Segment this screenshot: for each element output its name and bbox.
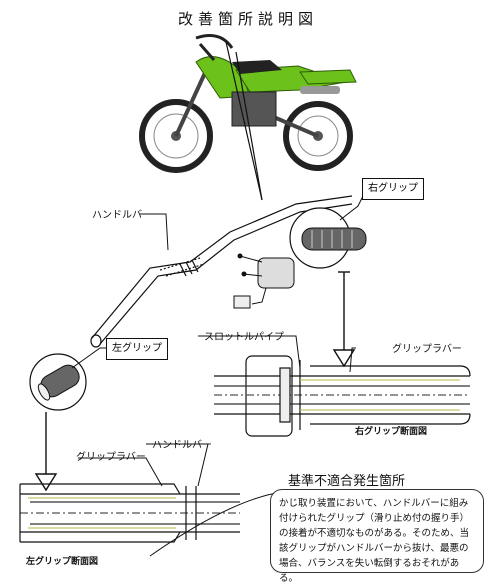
label-grip-rubber-left: グリップラバー (76, 452, 146, 463)
arrow-right-grip (332, 271, 356, 368)
label-throttle-pipe: スロットルパイプ (204, 332, 284, 343)
diagram-title: 改善箇所説明図 (177, 10, 318, 28)
left-grip-detail (29, 353, 87, 411)
defect-heading: 基準不適合発生箇所 (288, 474, 406, 489)
left-grip-cross-section (19, 483, 240, 543)
label-handlebar-section: ハンドルバー (152, 440, 212, 451)
arrow-left-grip (34, 412, 58, 492)
label-left-grip: 左グリップ (106, 338, 168, 360)
caption-left-section: 左グリップ断面図 (26, 557, 99, 567)
throttle-housing (233, 253, 295, 309)
caption-right-section: 右グリップ断面図 (355, 427, 428, 437)
motorcycle-illustration (139, 34, 357, 173)
label-handlebar: ハンドルバー (92, 210, 152, 221)
label-grip-rubber-right: グリップラバー (392, 344, 462, 355)
leader-lines (71, 189, 367, 487)
note-pointer (149, 491, 283, 557)
right-grip-detail (289, 207, 367, 269)
defect-description: かじ取り装置において、ハンドルバーに組み付けられたグリップ（滑り止め付の握り手）… (270, 489, 484, 584)
right-grip-cross-section (214, 355, 471, 437)
label-right-grip: 右グリップ (362, 178, 424, 200)
